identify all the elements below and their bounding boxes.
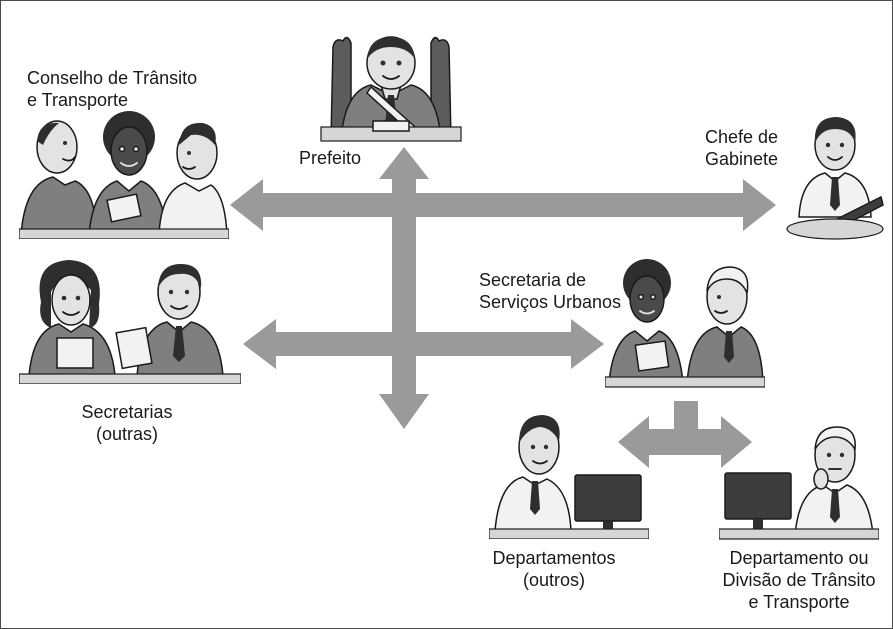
vertical-arrow [379, 147, 429, 429]
traffic-division-icon [719, 426, 879, 540]
council-group-icon [19, 111, 229, 239]
urban-services-label: Secretaria de Serviços Urbanos [479, 270, 622, 312]
top-horizontal-arrow [230, 179, 776, 231]
secretaries-label: Secretarias (outras) [81, 402, 173, 444]
mayor-icon [320, 36, 462, 142]
council-label: Conselho de Trânsito e Transporte [27, 68, 198, 110]
urban-services-icon [605, 259, 765, 388]
secretaries-icon [19, 260, 241, 384]
mayor-label: Prefeito [299, 148, 362, 168]
departments-icon [489, 415, 649, 539]
chief-of-staff-label: Chefe de Gabinete [705, 127, 779, 169]
traffic-division-label: Departamento ou Divisão de Trânsito e Tr… [722, 548, 876, 612]
middle-horizontal-arrow [243, 319, 604, 369]
lower-horizontal-arrow [618, 416, 752, 468]
chief-of-staff-icon [786, 117, 884, 240]
departments-label: Departamentos (outros) [492, 548, 616, 590]
